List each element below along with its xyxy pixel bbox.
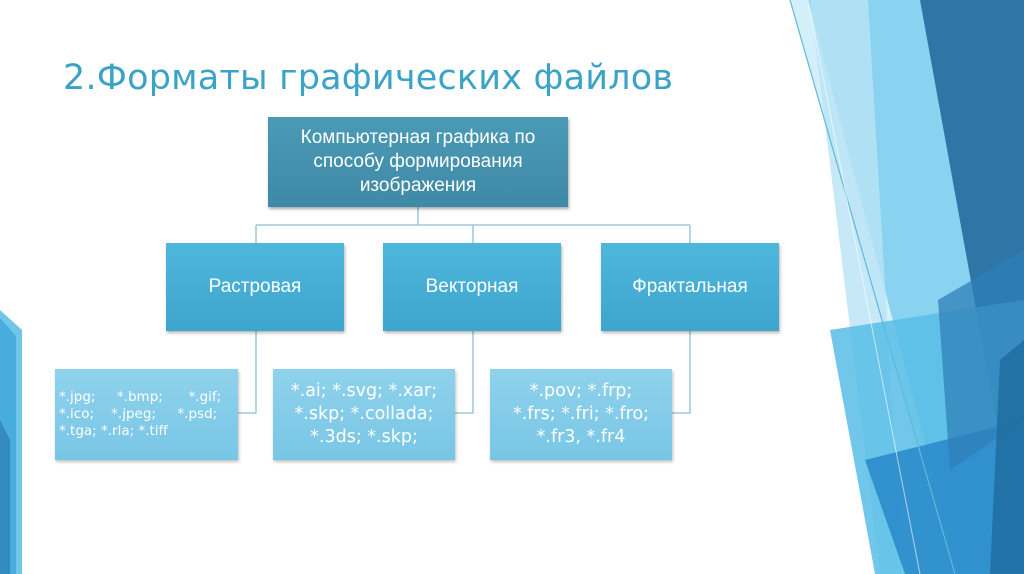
formats-vector-text: *.ai; *.svg; *.xar; *.skp; *.collada; *.… (290, 381, 438, 447)
formats-fractal-text: *.pov; *.frp; *.frs; *.fri; *.fro; *.fr3… (512, 381, 650, 447)
category-node-fractal: Фрактальная (601, 243, 779, 331)
category-label-fractal: Фрактальная (632, 276, 748, 297)
formats-node-fractal: *.pov; *.frp; *.frs; *.fri; *.fro; *.fr3… (490, 369, 672, 460)
connector-vector-formats (455, 331, 474, 414)
category-label-vector: Векторная (425, 276, 519, 297)
category-label-raster: Растровая (208, 276, 302, 297)
root-node-label: Компьютерная графика по способу формиров… (300, 127, 536, 196)
category-node-vector: Векторная (383, 243, 561, 331)
formats-raster-text: *.jpg; *.bmp; *.gif; *.ico; *.jpeg; *.ps… (59, 389, 222, 439)
connector-raster-formats (238, 331, 257, 414)
formats-node-raster: *.jpg; *.bmp; *.gif; *.ico; *.jpeg; *.ps… (55, 369, 238, 460)
connector-lines (238, 207, 691, 414)
root-node: Компьютерная графика по способу формиров… (268, 117, 568, 207)
slide-title: 2.Форматы графических файлов (63, 58, 674, 98)
formats-node-vector: *.ai; *.svg; *.xar; *.skp; *.collada; *.… (273, 369, 455, 460)
connector-fractal-formats (672, 331, 691, 414)
category-node-raster: Растровая (166, 243, 344, 331)
